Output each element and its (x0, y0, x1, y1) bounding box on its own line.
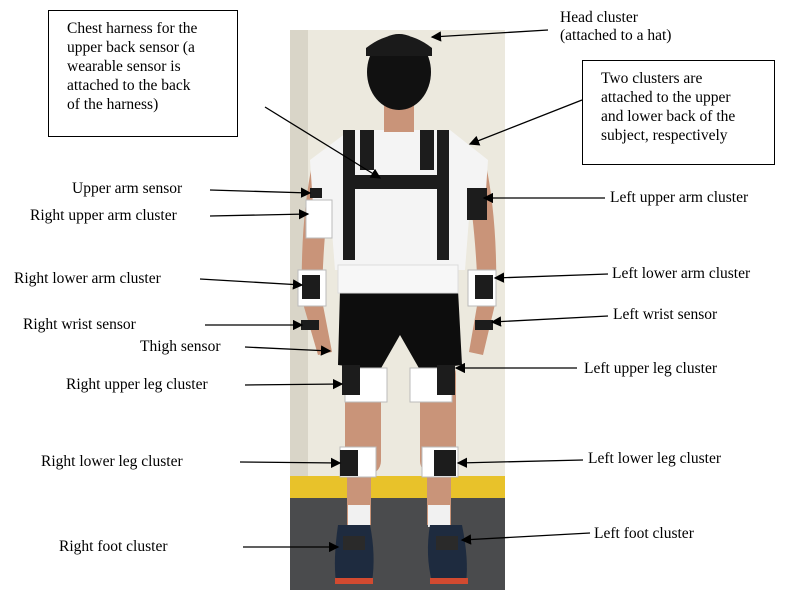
back-line-4: subject, respectively (601, 127, 728, 144)
waist-band (337, 264, 459, 294)
back-line-3: and lower back of the (601, 108, 736, 125)
left-upper-arm-label: Left upper arm cluster (610, 189, 749, 206)
chest-harness-label: Chest harness for the upper back sensor … (48, 10, 238, 137)
chest-line-4: attached to the back (67, 77, 191, 94)
upper-arm-sensor-label: Upper arm sensor (72, 180, 183, 197)
left-wrist-band (475, 320, 493, 330)
wall-shade (290, 30, 308, 480)
back-clusters-label: Two clusters are attached to the upper a… (582, 60, 775, 165)
chest-line-2: upper back sensor (a (67, 39, 195, 56)
left-foot-label: Left foot cluster (594, 525, 694, 542)
hat (366, 35, 432, 56)
left-lower-leg-label: Left lower leg cluster (588, 450, 721, 467)
shorts (338, 290, 462, 370)
floor-tape (290, 476, 505, 498)
chest-line-1: Chest harness for the (67, 20, 198, 37)
right-upper-arm-label: Right upper arm cluster (30, 207, 177, 224)
chest-line-3: wearable sensor is (67, 58, 181, 75)
left-wrist-label: Left wrist sensor (613, 306, 718, 323)
right-lower-arm-label: Right lower arm cluster (14, 270, 161, 287)
right-upper-leg-label: Right upper leg cluster (66, 376, 208, 393)
back-line-2: attached to the upper (601, 89, 731, 106)
right-upper-arm-sensor (310, 188, 322, 198)
pointer-lines (199, 29, 609, 553)
thigh-sensor-label: Thigh sensor (140, 338, 221, 355)
head-line-2: (attached to a hat) (560, 27, 672, 44)
right-upper-arm-cluster-pad (305, 199, 333, 239)
back-line-1: Two clusters are (601, 70, 703, 87)
floor (290, 498, 505, 590)
left-upper-leg-label: Left upper leg cluster (584, 360, 717, 377)
right-foot-label: Right foot cluster (59, 538, 168, 555)
right-wrist-label: Right wrist sensor (23, 316, 136, 333)
left-lower-arm-label: Left lower arm cluster (612, 265, 751, 282)
head-line-1: Head cluster (560, 9, 638, 26)
chest-line-5: of the harness) (67, 96, 159, 113)
right-wrist-band (301, 320, 319, 330)
chest-harness (343, 130, 449, 260)
right-lower-leg-label: Right lower leg cluster (41, 453, 183, 470)
head-cluster-label: Head cluster (attached to a hat) (560, 9, 671, 45)
left-upper-arm-cluster-pad (467, 188, 487, 220)
shoes (334, 525, 468, 584)
